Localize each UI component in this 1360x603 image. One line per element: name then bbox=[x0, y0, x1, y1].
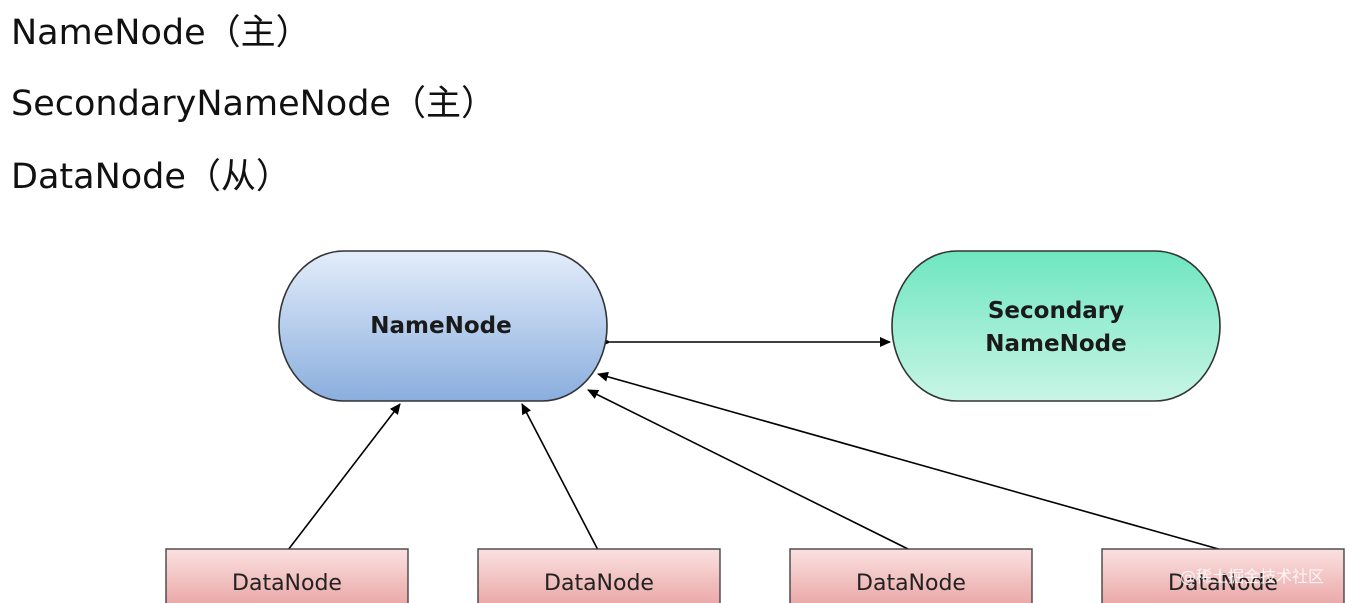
heading-namenode: NameNode（主） bbox=[11, 13, 311, 53]
secondary-label-line2: NameNode bbox=[985, 331, 1126, 357]
datanode-box: DataNode bbox=[789, 548, 1033, 603]
datanode-label: DataNode bbox=[1168, 571, 1278, 596]
edge-datanode-4 bbox=[597, 371, 1223, 551]
datanode-label: DataNode bbox=[232, 571, 342, 596]
heading-datanode: DataNode（从） bbox=[11, 157, 291, 197]
datanode-box: DataNode bbox=[165, 548, 409, 603]
datanode-label: DataNode bbox=[856, 571, 966, 596]
edge-datanode-1 bbox=[287, 403, 401, 551]
watermark-text: @稀土掘金技术社区 bbox=[1180, 567, 1325, 586]
heading-secondarynamenode: SecondaryNameNode（主） bbox=[11, 84, 496, 124]
namenode-label: NameNode bbox=[370, 313, 511, 339]
edge-datanode-3 bbox=[587, 389, 911, 551]
secondary-label-line1: Secondary bbox=[988, 298, 1124, 324]
namenode-node: NameNode bbox=[278, 250, 608, 402]
datanode-label: DataNode bbox=[544, 571, 654, 596]
edge-datanode-2 bbox=[521, 403, 599, 551]
datanode-box: DataNode bbox=[477, 548, 721, 603]
datanode-box: DataNode bbox=[1101, 548, 1345, 603]
secondary-namenode-node: Secondary NameNode bbox=[891, 250, 1221, 402]
